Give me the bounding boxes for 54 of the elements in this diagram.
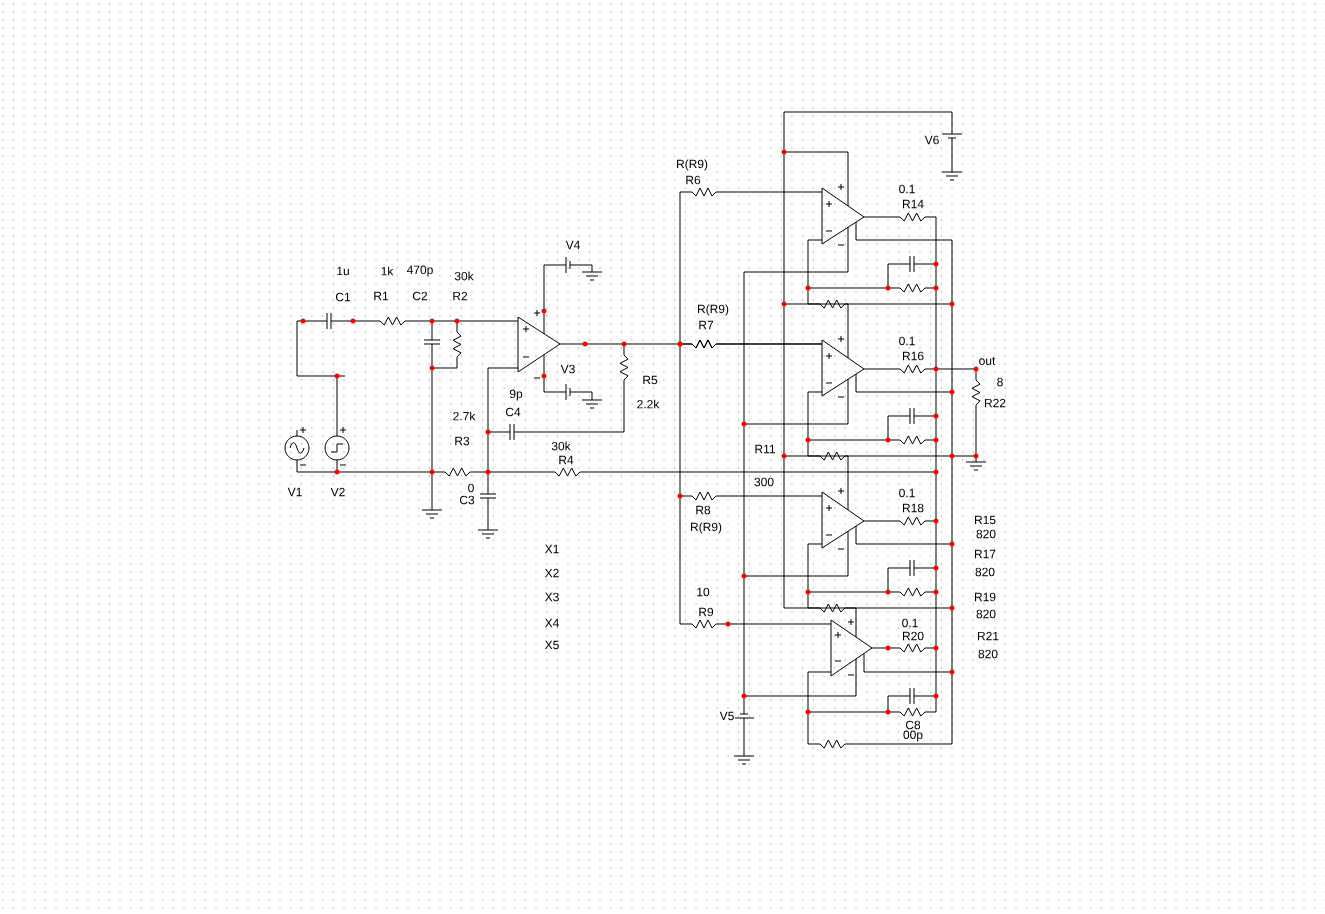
component-label: 0.1 — [898, 488, 916, 498]
component-label: 0.1 — [901, 618, 919, 628]
component-label: 10 — [695, 587, 711, 597]
component-label: 1u — [335, 266, 351, 276]
component-label: V6 — [924, 135, 940, 145]
component-label: V1 — [287, 487, 303, 497]
component-label: C4 — [504, 407, 522, 417]
component-label: 0 — [467, 483, 475, 493]
component-label: R16 — [901, 351, 925, 361]
component-label: R19 — [973, 592, 997, 602]
component-label: 30k — [453, 270, 475, 282]
component-label: 820 — [974, 567, 996, 577]
component-label: 820 — [975, 529, 997, 539]
component-label: 1k — [380, 266, 394, 276]
component-label: V2 — [330, 487, 346, 497]
component-label: C8 — [904, 720, 922, 730]
component-label: 8 — [996, 377, 1004, 387]
component-label: X1 — [544, 544, 560, 554]
component-label: 30k — [550, 440, 572, 452]
component-label: C3 — [458, 495, 476, 505]
component-label: R20 — [901, 631, 925, 641]
component-label: R21 — [976, 631, 1000, 641]
component-label: R18 — [901, 503, 925, 513]
component-label: R5 — [641, 375, 659, 385]
component-label: R22 — [983, 398, 1007, 408]
component-label: R9 — [697, 607, 715, 617]
component-label: out — [978, 356, 996, 366]
component-label: 820 — [977, 649, 999, 659]
component-label: R7 — [697, 320, 715, 330]
component-label: X2 — [544, 568, 560, 578]
component-label: X5 — [544, 640, 560, 650]
component-label: X3 — [544, 592, 560, 602]
component-label: R8 — [694, 505, 712, 515]
component-label: R11 — [753, 444, 777, 454]
component-label: 2.2k — [636, 399, 660, 409]
component-label: 0.1 — [898, 184, 916, 194]
component-label: R3 — [453, 436, 471, 446]
component-label: 0.1 — [898, 336, 916, 346]
component-label: C2 — [411, 291, 429, 301]
component-label: 2.7k — [452, 411, 476, 421]
component-label: C1 — [334, 292, 352, 302]
component-label: V4 — [565, 240, 581, 250]
component-label: 300 — [753, 477, 775, 487]
component-label: R6 — [684, 175, 702, 185]
component-label: V5 — [719, 711, 735, 721]
component-label: 820 — [975, 609, 997, 619]
component-label: V3 — [560, 364, 576, 374]
component-label: R15 — [973, 515, 997, 525]
component-label: R1 — [372, 291, 390, 301]
component-label: R2 — [451, 291, 469, 301]
component-label: R17 — [973, 549, 997, 559]
component-label: X4 — [544, 618, 560, 628]
component-label: R14 — [901, 199, 925, 209]
component-label: R4 — [557, 455, 575, 465]
